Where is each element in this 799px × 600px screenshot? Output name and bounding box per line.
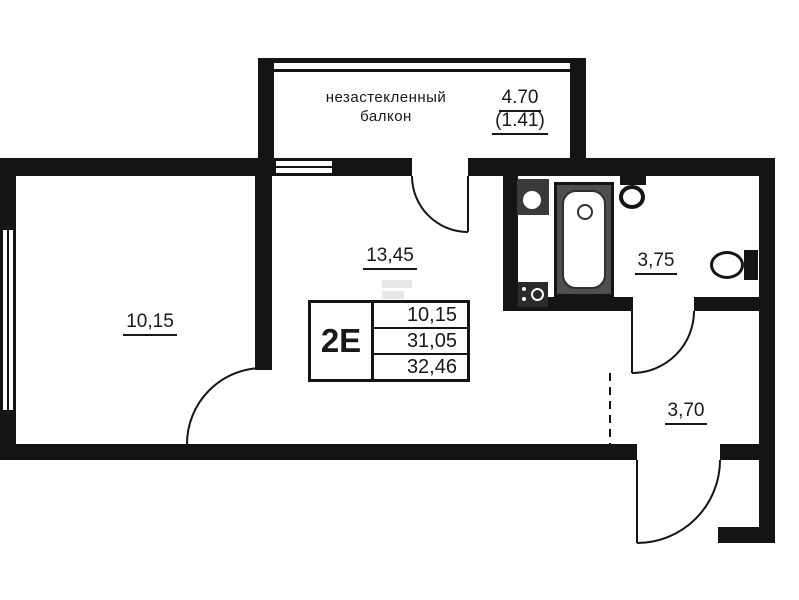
bathtub-drain	[577, 204, 593, 220]
washing-machine-door	[531, 288, 544, 301]
stamp-row-apartment-area: 31,05	[374, 329, 467, 355]
apartment-type-label: 2Е	[311, 303, 374, 379]
toilet-compact-tank	[620, 176, 646, 185]
bathroom-area-value: 3,75	[634, 250, 678, 275]
hallway-area-label: 3,70	[658, 400, 714, 425]
balcony-name-line2: балкон	[360, 108, 412, 125]
bathroom-area-label: 3,75	[628, 250, 684, 275]
hallway-area-value: 3,70	[664, 400, 708, 425]
window-line	[7, 230, 9, 410]
balcony-wall-right	[570, 58, 586, 162]
toilet-compact-icon	[619, 185, 645, 209]
top-wall-mid	[332, 158, 412, 176]
window-line	[0, 230, 3, 410]
balcony-area-weighted-label: (1.41)	[486, 110, 554, 135]
bathroom-wall-bottom-right	[694, 297, 759, 311]
living-room-area-value: 10,15	[123, 311, 177, 336]
bathroom-door-arc	[631, 310, 695, 374]
toilet-icon	[710, 251, 744, 279]
living-room-door-arc	[186, 367, 264, 445]
top-wall-right	[468, 158, 775, 176]
partition-living-room	[255, 158, 272, 370]
balcony-parapet-outer	[258, 58, 586, 63]
bathtub-icon	[554, 182, 614, 297]
balcony-window	[276, 158, 332, 176]
kitchen-living-area-value: 13,45	[363, 245, 417, 270]
washing-machine-icon	[518, 282, 548, 307]
window-line	[276, 158, 332, 161]
stamp-row-total-area: 32,46	[406, 355, 457, 378]
balcony-area-label: 4.70	[490, 87, 550, 112]
bottom-wall-left	[0, 444, 637, 460]
balcony-name-line1: незастекленный	[325, 89, 447, 106]
watermark-logo	[382, 280, 412, 300]
window-line	[276, 166, 332, 168]
washbasin-bowl	[523, 191, 541, 209]
balcony-area-value: 4.70	[498, 87, 542, 112]
washbasin-icon	[517, 179, 549, 215]
stamp-row-living-area: 10,15	[374, 303, 467, 329]
apartment-stamp: 2Е 10,15 31,05 32,46	[308, 300, 470, 382]
balcony-parapet-inner	[264, 69, 580, 72]
balcony-area-weighted-value: (1.41)	[492, 110, 548, 135]
top-wall-left	[0, 158, 276, 176]
balcony-wall-left	[258, 58, 274, 162]
window-line	[276, 173, 332, 176]
entry-door-arc	[636, 459, 721, 544]
toilet-tank	[744, 250, 758, 280]
bathtub-basin	[562, 190, 606, 289]
left-window	[0, 230, 16, 410]
bathroom-wall-left	[503, 158, 518, 311]
washing-machine-knob	[522, 287, 526, 291]
left-wall-upper	[0, 158, 16, 230]
living-room-area-label: 10,15	[112, 311, 188, 336]
entry-corridor-stub	[718, 527, 775, 543]
washing-machine-knob	[522, 297, 526, 301]
right-wall	[759, 158, 775, 543]
window-line	[13, 230, 16, 410]
stamp-rows: 10,15 31,05 32,46	[374, 303, 467, 379]
balcony-door-arc	[411, 175, 469, 233]
kitchen-living-area-label: 13,45	[352, 245, 428, 270]
